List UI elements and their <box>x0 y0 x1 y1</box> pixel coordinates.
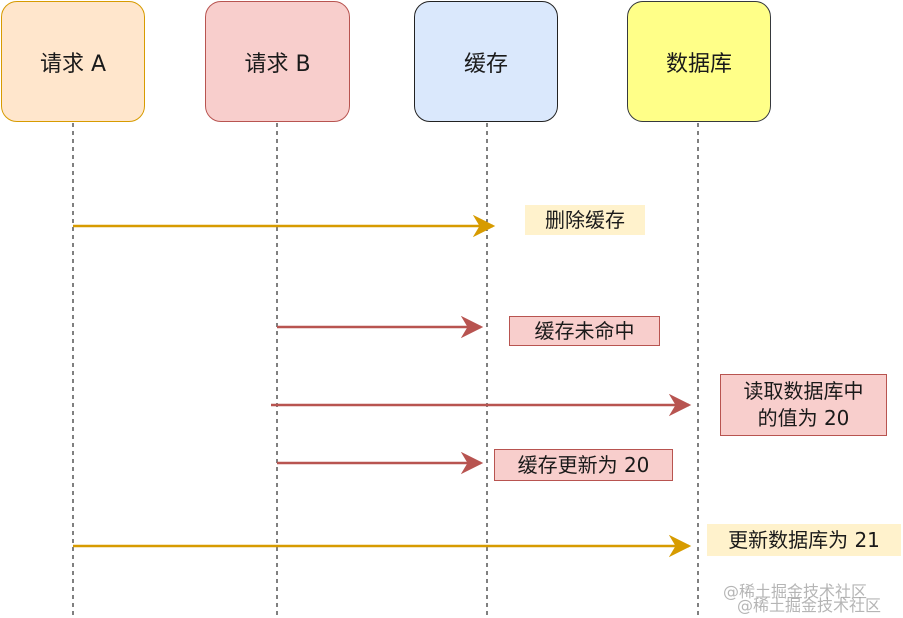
actor-request-b-label: 请求 B <box>244 51 311 77</box>
actor-cache-label: 缓存 <box>463 51 508 77</box>
message-label-delete-cache: 删除缓存 <box>525 205 645 235</box>
message-label-update-db: 更新数据库为 21 <box>707 524 901 556</box>
message-label-read-db: 读取数据库中 的值为 20 <box>720 374 887 436</box>
message-label-cache-update: 缓存更新为 20 <box>494 449 673 481</box>
actor-cache: 缓存 <box>414 1 558 122</box>
actor-request-a-label: 请求 A <box>39 51 107 77</box>
watermark-text: @稀土掘金技术社区 <box>723 582 868 601</box>
watermark-text-shadow: @稀土掘金技术社区 <box>737 596 882 615</box>
message-label-cache-miss: 缓存未命中 <box>509 316 660 346</box>
actor-request-a: 请求 A <box>1 1 145 122</box>
actor-database-label: 数据库 <box>665 51 732 77</box>
actor-request-b: 请求 B <box>205 1 350 122</box>
actor-database: 数据库 <box>627 1 771 122</box>
